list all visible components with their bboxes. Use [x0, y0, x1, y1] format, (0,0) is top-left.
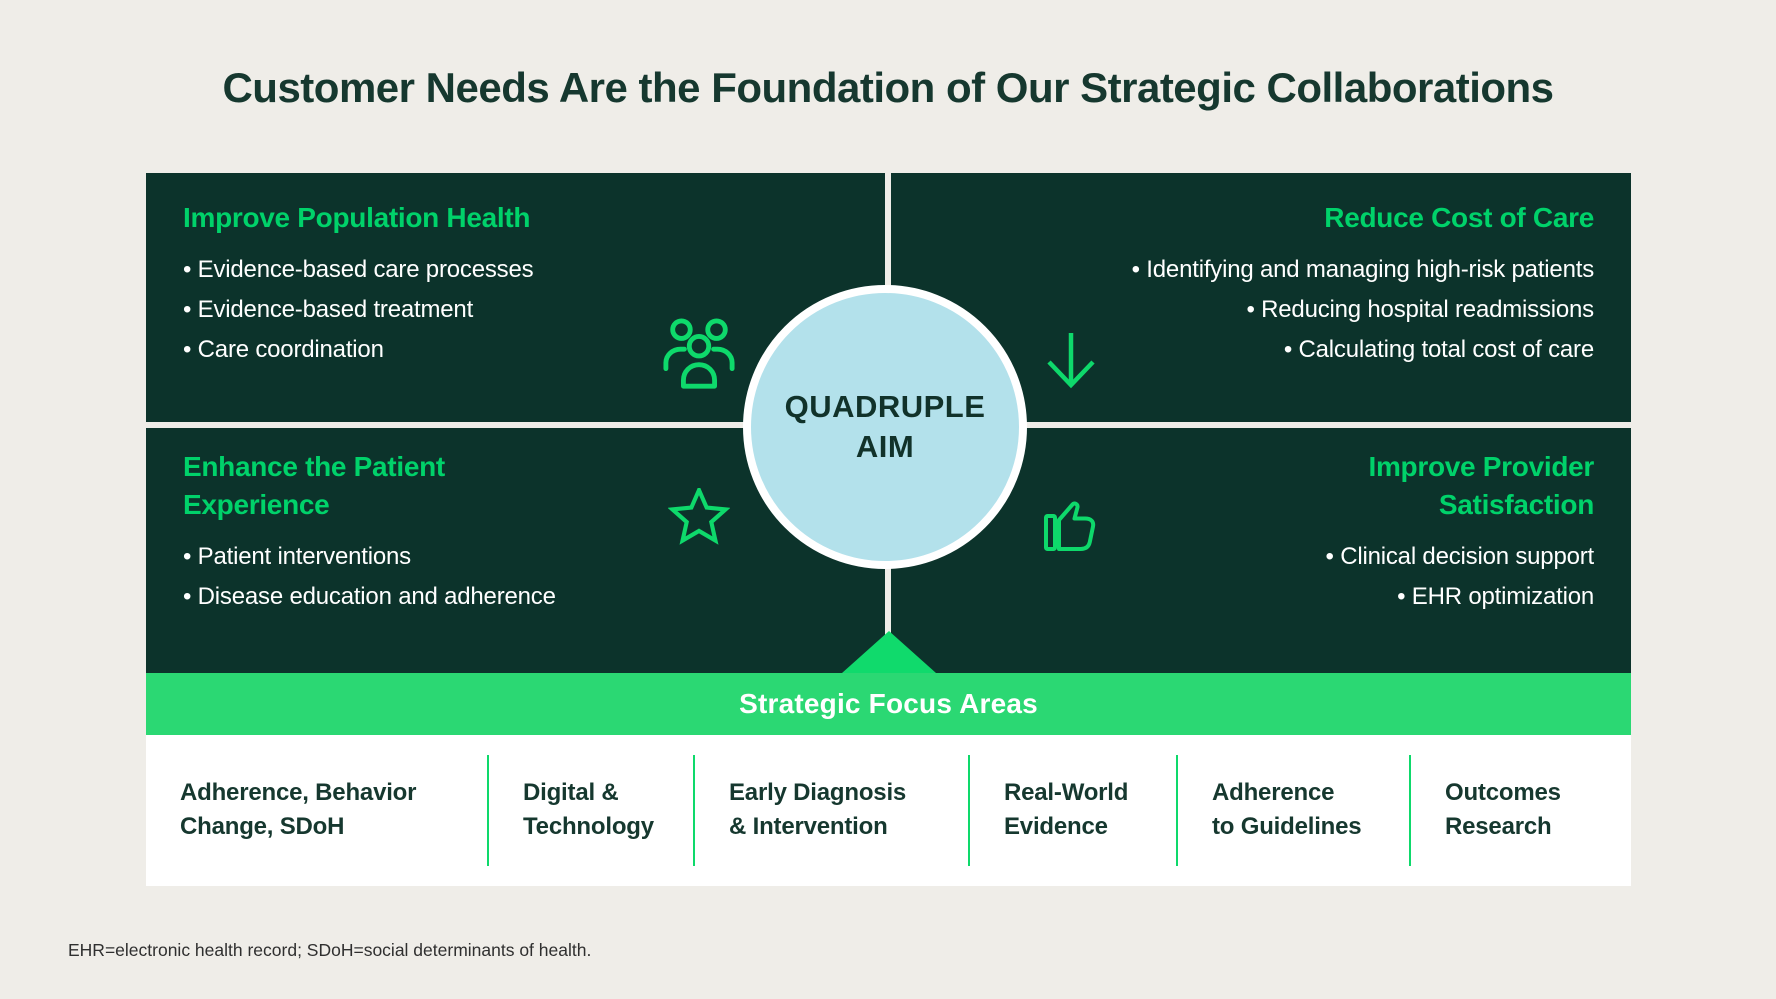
- focus-area-label: Early Diagnosis & Intervention: [729, 779, 907, 840]
- quadrant-improve-provider-satisfaction: Improve Provider Satisfaction • Clinical…: [891, 428, 1631, 673]
- strategic-focus-label: Strategic Focus Areas: [739, 688, 1038, 719]
- bullet-item: • Patient interventions: [183, 543, 411, 570]
- quadrant-bullet-list: • Identifying and managing high-risk pat…: [911, 250, 1595, 370]
- column-divider: [1409, 755, 1411, 866]
- page-title: Customer Needs Are the Foundation of Our…: [222, 64, 1554, 111]
- bullet-item: • EHR optimization: [1397, 583, 1594, 610]
- quadrant-improve-population-health: Improve Population Health • Evidence-bas…: [146, 173, 885, 422]
- column-divider: [1176, 755, 1178, 866]
- footnote: EHR=electronic health record; SDoH=socia…: [68, 940, 592, 960]
- quadrant-heading: Reduce Cost of Care: [1324, 202, 1594, 233]
- focus-area-digital-technology: Digital & Technology: [489, 735, 693, 886]
- quadrant-bullet-list: • Clinical decision support • EHR optimiz…: [911, 537, 1595, 617]
- focus-area-adherence-behavior-sdoh: Adherence, Behavior Change, SDoH: [146, 735, 487, 886]
- quadrant-heading: Enhance the Patient Experience: [183, 451, 445, 520]
- bullet-item: • Clinical decision support: [1325, 543, 1595, 570]
- column-divider: [693, 755, 695, 866]
- bullet-item: • Calculating total cost of care: [1283, 336, 1594, 363]
- focus-area-label: Real-World Evidence: [1004, 779, 1129, 840]
- star-icon: [668, 488, 730, 548]
- column-divider: [968, 755, 970, 866]
- bullet-item: • Disease education and adherence: [183, 583, 556, 610]
- focus-area-outcomes-research: Outcomes Research: [1411, 735, 1631, 886]
- bullet-item: • Evidence-based treatment: [183, 296, 474, 323]
- bullet-item: • Identifying and managing high-risk pat…: [1131, 256, 1595, 283]
- quadrant-heading: Improve Provider Satisfaction: [1368, 451, 1594, 520]
- focus-area-label: Adherence to Guidelines: [1212, 779, 1362, 840]
- quadruple-aim-label: QUADRUPLE AIM: [784, 389, 986, 464]
- focus-area-label: Digital & Technology: [523, 779, 654, 840]
- thumbs-up-icon: [1043, 500, 1101, 552]
- arrow-down-icon: [1045, 331, 1097, 389]
- quadrant-grid: Improve Population Health • Evidence-bas…: [146, 173, 1631, 673]
- focus-areas-strip: Adherence, Behavior Change, SDoH Digital…: [146, 735, 1631, 886]
- people-group-icon: [662, 315, 736, 393]
- focus-area-real-world-evidence: Real-World Evidence: [970, 735, 1176, 886]
- main-panel: Improve Population Health • Evidence-bas…: [146, 173, 1631, 886]
- quadrant-bullet-list: • Patient interventions • Disease educati…: [183, 537, 865, 617]
- pointer-triangle: [841, 631, 936, 673]
- bullet-item: • Care coordination: [183, 336, 384, 363]
- quadrant-enhance-patient-experience: Enhance the Patient Experience • Patient…: [146, 428, 885, 673]
- bullet-item: • Reducing hospital readmissions: [1246, 296, 1594, 323]
- focus-area-early-diagnosis: Early Diagnosis & Intervention: [695, 735, 968, 886]
- strategic-focus-band: Strategic Focus Areas: [146, 631, 1631, 735]
- focus-area-label: Adherence, Behavior Change, SDoH: [180, 779, 417, 840]
- quadrant-bullet-list: • Evidence-based care processes • Evidenc…: [183, 250, 865, 370]
- quadrant-reduce-cost-of-care: Reduce Cost of Care • Identifying and ma…: [891, 173, 1631, 422]
- column-divider: [487, 755, 489, 866]
- focus-area-label: Outcomes Research: [1445, 779, 1561, 840]
- quadrant-heading: Improve Population Health: [183, 202, 531, 233]
- quadruple-aim-circle: QUADRUPLE AIM: [743, 285, 1027, 569]
- focus-area-adherence-to-guidelines: Adherence to Guidelines: [1178, 735, 1409, 886]
- bullet-item: • Evidence-based care processes: [183, 256, 534, 283]
